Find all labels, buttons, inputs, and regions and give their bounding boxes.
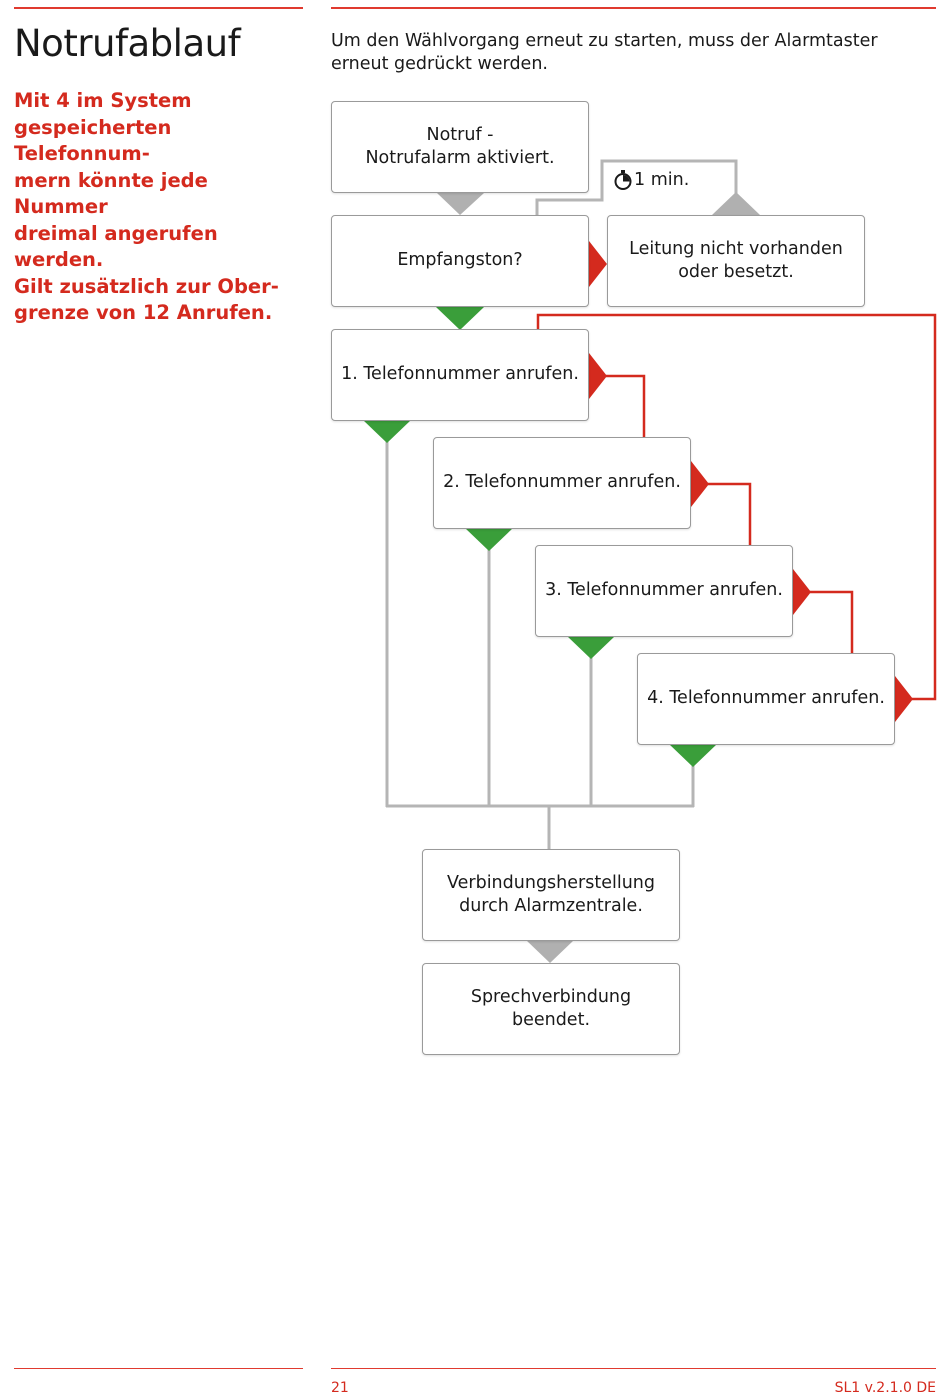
step-leitung-box: Leitung nicht vorhanden oder besetzt. — [607, 215, 865, 307]
step-call3-box: 3. Telefonnummer anrufen. — [535, 545, 793, 637]
arrow-right-red-4 — [895, 676, 913, 722]
bottom-rule-right — [331, 1368, 936, 1369]
step-empfangston-box: Empfangston? — [331, 215, 589, 307]
retry-timer-label: 1 min. — [634, 170, 690, 190]
step-notruf-box: Notruf - Notrufalarm aktiviert. — [331, 101, 589, 193]
stopwatch-icon — [614, 170, 632, 190]
step-call1-box: 1. Telefonnummer anrufen. — [331, 329, 589, 421]
intro-text: Mit 4 im System gespeicherten Telefonnum… — [14, 89, 279, 324]
arrow-right-red-3 — [793, 569, 811, 615]
arrow-down-gray-1 — [437, 193, 484, 215]
fail-line-1 — [606, 374, 646, 437]
arrow-down-green-4 — [669, 744, 717, 767]
arrow-down-green-empfang — [436, 307, 484, 330]
step-verbindung-box: Verbindungsherstellung durch Alarmzentra… — [422, 849, 680, 941]
arrow-down-green-1 — [363, 420, 411, 443]
version-label: SL1 v.2.1.0 DE — [834, 1380, 936, 1396]
retry-timer: 1 min. — [614, 170, 689, 190]
arrow-right-red-empfang — [589, 241, 607, 287]
page-number: 21 — [331, 1380, 349, 1396]
fail-line-4-loop — [536, 313, 937, 701]
step-call2-box: 2. Telefonnummer anrufen. — [433, 437, 691, 529]
arrow-right-red-1 — [589, 353, 607, 399]
note-text: Um den Wählvorgang erneut zu starten, mu… — [331, 31, 878, 74]
arrow-up-gray — [712, 192, 760, 215]
retry-loop-line — [535, 159, 738, 215]
arrow-down-green-3 — [567, 636, 615, 659]
fail-line-2 — [708, 482, 752, 545]
arrow-down-green-2 — [465, 528, 513, 551]
step-call4-box: 4. Telefonnummer anrufen. — [637, 653, 895, 745]
fail-line-3 — [810, 590, 854, 653]
bottom-rule-left — [14, 1368, 303, 1369]
arrow-right-red-2 — [691, 461, 709, 507]
top-rule-left — [14, 7, 303, 9]
top-rule-right — [331, 7, 936, 9]
arrow-down-gray-2 — [526, 940, 574, 963]
step-sprech-box: Sprechverbindung beendet. — [422, 963, 680, 1055]
page-title: Notrufablauf — [14, 22, 241, 65]
